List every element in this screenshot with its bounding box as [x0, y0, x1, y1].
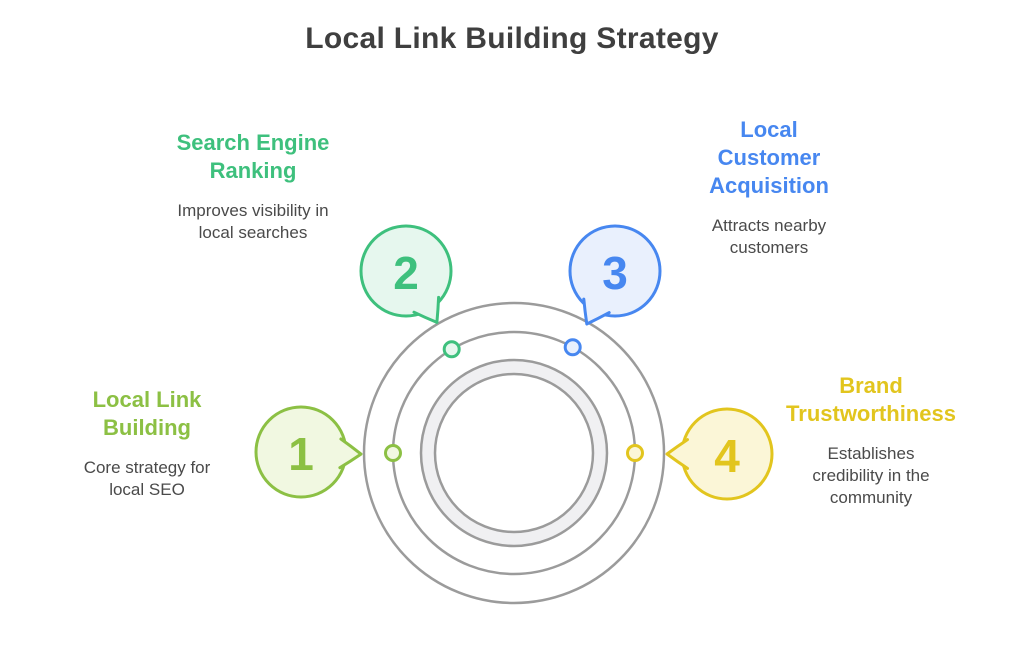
bubble-circle	[359, 224, 453, 318]
node-dot-2	[442, 340, 461, 359]
bubble-tail	[412, 295, 441, 324]
bubble-number: 3	[602, 247, 628, 299]
label-desc-search-engine-ranking: Improves visibility in local searches	[177, 201, 329, 242]
number-bubble-4: 4	[665, 407, 774, 501]
number-bubble-2: 2	[359, 224, 453, 324]
label-local-customer-acquisition: Local Customer Acquisition Attracts near…	[659, 116, 879, 259]
bubble-number: 2	[393, 247, 419, 299]
ring-band-fill	[421, 360, 607, 546]
page-title: Local Link Building Strategy	[305, 22, 719, 55]
label-desc-local-customer-acquisition: Attracts nearby customers	[711, 216, 827, 257]
ring-band-outer	[419, 358, 609, 548]
ring-outer	[362, 301, 666, 605]
node-dot-3	[563, 338, 582, 357]
label-heading-local-customer-acquisition: Local Customer Acquisition	[709, 117, 829, 198]
bubble-tail	[665, 438, 689, 470]
ring-band-inner	[433, 372, 595, 534]
label-brand-trustworthiness: Brand Trustworthiness Establishes credib…	[751, 372, 991, 509]
label-search-engine-ranking: Search Engine Ranking Improves visibilit…	[118, 129, 388, 244]
label-local-link-building: Local Link Building Core strategy for lo…	[27, 386, 267, 501]
bubble-tail	[338, 437, 363, 470]
label-desc-brand-trustworthiness: Establishes credibility in the community	[812, 444, 930, 507]
bubble-number: 4	[714, 430, 740, 482]
bubble-circle	[568, 224, 662, 318]
label-heading-search-engine-ranking: Search Engine Ranking	[176, 130, 330, 183]
number-bubble-1: 1	[254, 405, 363, 499]
number-bubble-3: 3	[568, 224, 662, 326]
node-dot-1	[384, 444, 402, 462]
label-desc-local-link-building: Core strategy for local SEO	[83, 458, 211, 499]
bubble-tail	[582, 297, 611, 326]
label-heading-brand-trustworthiness: Brand Trustworthiness	[786, 373, 956, 426]
bubble-number: 1	[288, 428, 314, 480]
label-heading-local-link-building: Local Link Building	[92, 387, 202, 440]
node-dot-4	[626, 444, 644, 462]
